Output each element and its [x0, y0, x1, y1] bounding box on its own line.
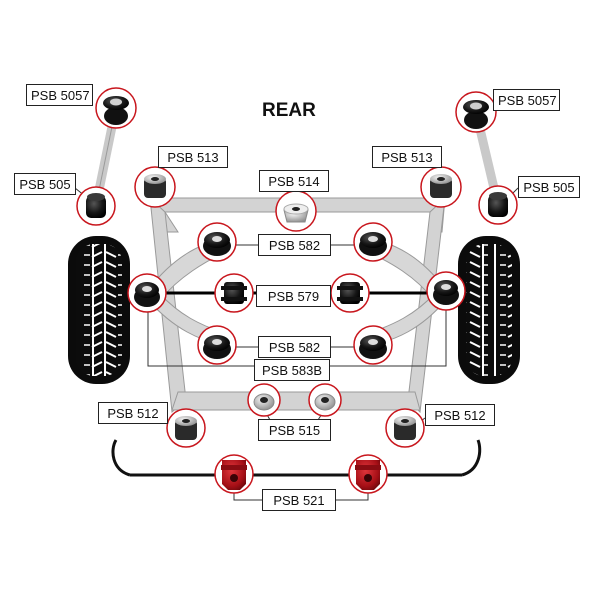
- bushing-psb579-right: [330, 273, 370, 313]
- label-psb505-right: PSB 505: [518, 176, 580, 198]
- bushing-psb513-left: [134, 166, 176, 208]
- label-psb514: PSB 514: [259, 170, 329, 192]
- bushing-outer-right: [426, 271, 466, 311]
- bushing-psb5057-right: [455, 91, 497, 133]
- bushing-psb514: [275, 190, 317, 232]
- bushing-psb512-left: [166, 408, 206, 448]
- anti-roll-bar: [111, 439, 482, 501]
- label-psb512-left: PSB 512: [98, 402, 168, 424]
- bushing-psb521-right: [348, 454, 388, 494]
- bushing-psb5057-left: [95, 87, 137, 129]
- label-psb512-right: PSB 512: [425, 404, 495, 426]
- label-psb5057-right: PSB 5057: [493, 89, 560, 111]
- label-psb505-left: PSB 505: [14, 173, 76, 195]
- bushing-psb582-top-right: [353, 222, 393, 262]
- bushing-psb505-right: [478, 185, 518, 225]
- bushing-outer-left: [127, 273, 167, 313]
- bushing-psb582-bottom-right: [353, 325, 393, 365]
- right-tyre: [458, 236, 520, 384]
- bushing-psb582-top-left: [197, 222, 237, 262]
- bushing-psb582-bottom-left: [197, 325, 237, 365]
- diagram-title: REAR: [262, 100, 316, 121]
- label-psb579: PSB 579: [256, 285, 331, 307]
- bushing-psb515-right: [308, 383, 342, 417]
- bushing-psb512-right: [385, 408, 425, 448]
- bushing-psb513-right: [420, 166, 462, 208]
- bushing-psb515-left: [247, 383, 281, 417]
- bushing-psb579-left: [214, 273, 254, 313]
- label-psb582-top: PSB 582: [258, 234, 331, 256]
- label-psb513-left: PSB 513: [158, 146, 228, 168]
- label-psb513-right: PSB 513: [372, 146, 442, 168]
- bushing-psb521-left: [214, 454, 254, 494]
- label-psb583b: PSB 583B: [254, 359, 330, 381]
- label-psb5057-left: PSB 5057: [26, 84, 93, 106]
- label-psb515: PSB 515: [258, 419, 331, 441]
- label-psb521: PSB 521: [262, 489, 336, 511]
- label-psb582-bottom: PSB 582: [258, 336, 331, 358]
- bushing-psb505-left: [76, 186, 116, 226]
- left-tyre: [68, 236, 130, 384]
